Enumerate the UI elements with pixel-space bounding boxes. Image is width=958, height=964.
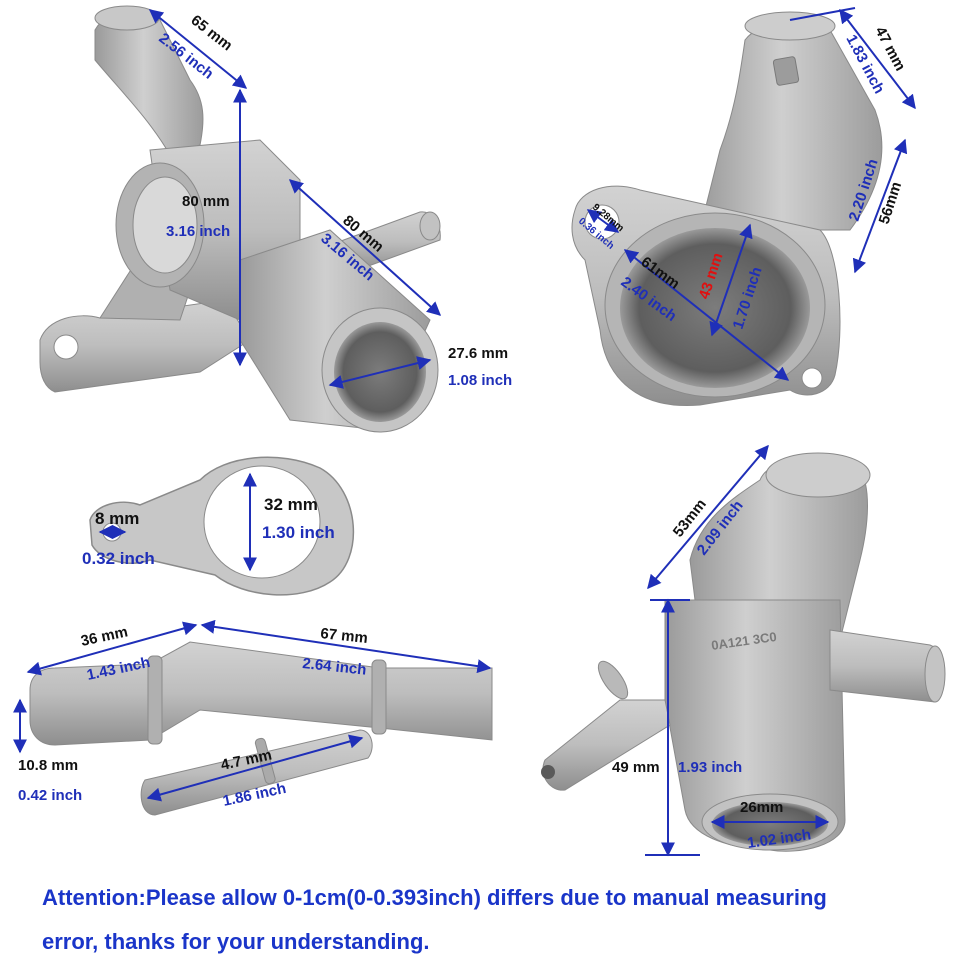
part1-outlet-mm: 27.6 mm — [448, 345, 508, 362]
gasket-hole-mm: 8 mm — [95, 509, 139, 528]
notice-line-2: error, thanks for your understanding. — [42, 929, 430, 954]
gasket-bore-mm: 32 mm — [264, 495, 318, 514]
gasket-hole-inch: 0.32 inch — [82, 549, 155, 568]
gasket-labels: 8 mm 0.32 inch 32 mm 1.30 inch — [82, 495, 335, 568]
hose-right-inch: 2.64 inch — [302, 655, 368, 679]
part2-dimension-lines — [586, 7, 916, 381]
hose-right-mm: 67 mm — [320, 625, 369, 647]
part1-height-mm: 80 mm — [182, 193, 230, 210]
part4-dimension-lines — [645, 444, 830, 857]
part1-dimension-lines — [148, 9, 442, 389]
part4-outlet-mm: 26mm — [740, 799, 783, 816]
part2-top-mm: 47 mm — [871, 24, 908, 74]
notice-line-1: Attention:Please allow 0-1cm(0-0.393inch… — [42, 885, 827, 910]
part4-height-mm: 49 mm — [612, 759, 660, 776]
hose-dia-mm: 10.8 mm — [18, 757, 78, 774]
part1-height-inch: 3.16 inch — [166, 223, 230, 240]
measurement-notice: Attention:Please allow 0-1cm(0-0.393inch… — [42, 876, 932, 964]
part2-housing — [571, 11, 883, 407]
part1-top-mm: 65 mm — [188, 12, 236, 55]
part4-height-inch: 1.93 inch — [678, 759, 742, 776]
part1-outlet-inch: 1.08 inch — [448, 372, 512, 389]
part4-housing — [541, 452, 946, 852]
gasket-dimension-lines — [98, 472, 257, 572]
hose-dimension-lines — [13, 619, 492, 802]
gasket-bore-inch: 1.30 inch — [262, 523, 335, 542]
hose-dia-inch: 0.42 inch — [18, 787, 82, 804]
